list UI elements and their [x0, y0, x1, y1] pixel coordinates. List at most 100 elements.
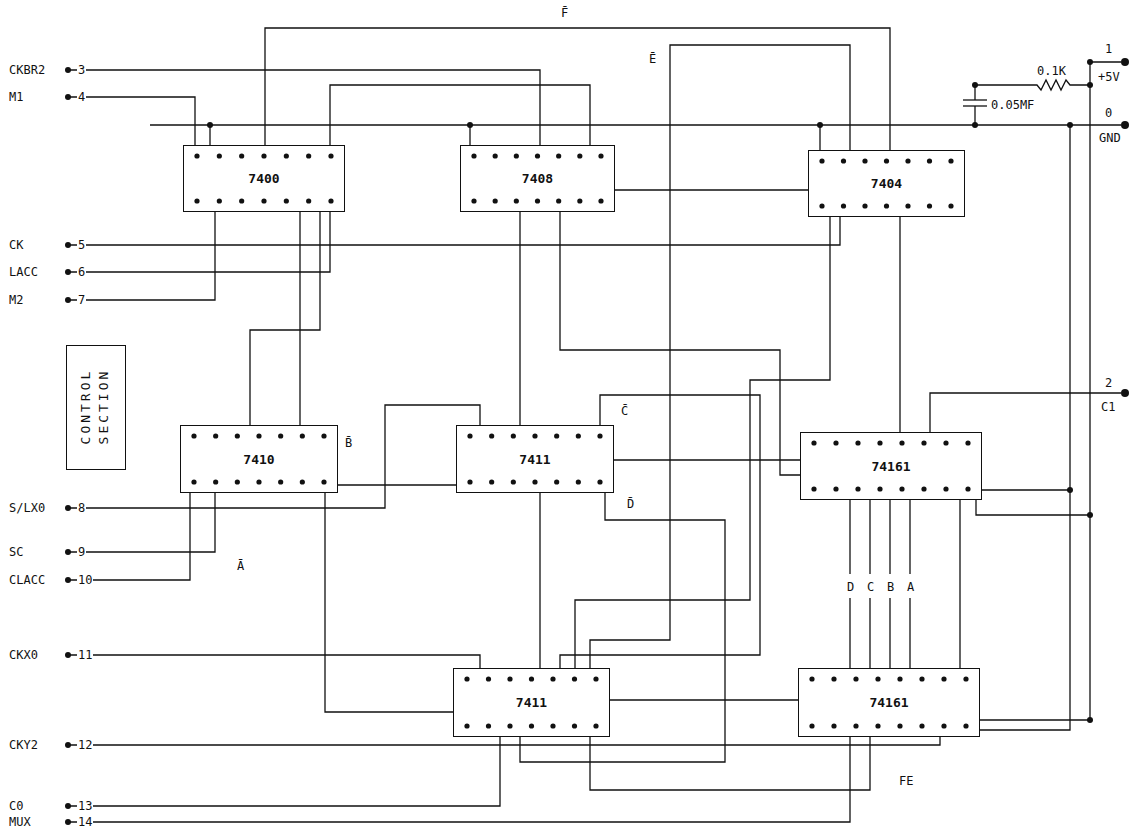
pin-dot — [965, 440, 970, 445]
junction-dot — [65, 505, 71, 511]
wire — [975, 80, 1090, 100]
pin-dot — [853, 723, 858, 728]
pin-dot — [217, 153, 222, 158]
pin-dot — [556, 153, 561, 158]
pin-dot — [576, 479, 581, 484]
pin-dot — [213, 479, 218, 484]
wire-connector — [614, 459, 800, 460]
pin-number: 9 — [77, 545, 86, 559]
signal-label: C0 — [8, 799, 24, 813]
junction-dot — [65, 269, 71, 275]
pin-number: 11 — [77, 648, 93, 662]
wire — [889, 598, 890, 668]
wire — [982, 125, 1070, 490]
pin-number: 14 — [77, 815, 93, 829]
pin-dot — [328, 153, 333, 158]
pin-number: 2 — [1104, 376, 1113, 390]
pin-dot — [328, 198, 333, 203]
pin-dot — [948, 203, 953, 208]
pin-dot — [598, 153, 603, 158]
pin-dot — [493, 198, 498, 203]
signal-label: A — [906, 580, 915, 594]
signal-label: GND — [1098, 131, 1122, 145]
signal-label: MUX — [8, 815, 32, 829]
wire-connector — [338, 484, 456, 485]
pin-dot — [905, 158, 910, 163]
junction-dot — [65, 742, 71, 748]
pin-dot — [194, 198, 199, 203]
terminal-dot — [1121, 121, 1129, 129]
pin-dot — [514, 153, 519, 158]
pin-dot — [284, 153, 289, 158]
pin-dot — [486, 676, 491, 681]
pin-dot — [217, 198, 222, 203]
wire-connector — [899, 217, 900, 432]
pin-dot — [213, 433, 218, 438]
pin-dot — [598, 198, 603, 203]
pin-dot — [841, 158, 846, 163]
pin-dot — [919, 723, 924, 728]
pin-dot — [261, 198, 266, 203]
ic-chip: 7404 — [808, 150, 965, 217]
pin-dot — [550, 723, 555, 728]
pin-dot — [239, 198, 244, 203]
junction-dot — [467, 122, 473, 128]
wire — [70, 212, 215, 300]
wire-connector — [615, 189, 808, 190]
pin-dot — [191, 479, 196, 484]
terminal-dot — [1121, 58, 1129, 66]
pin-dot — [577, 198, 582, 203]
pin-number: 3 — [77, 63, 86, 77]
signal-label: LACC — [8, 265, 39, 279]
signal-label: FE — [898, 774, 914, 788]
chip-number: 74161 — [869, 696, 908, 709]
pin-dot — [921, 486, 926, 491]
wire-connector — [959, 500, 960, 668]
pin-dot — [897, 676, 902, 681]
pin-dot — [256, 433, 261, 438]
wire — [70, 655, 480, 668]
wire-connector — [519, 212, 520, 425]
pin-dot — [235, 433, 240, 438]
chip-number: 74161 — [871, 460, 910, 473]
ic-chip: 7408 — [460, 145, 615, 212]
signal-label: C1 — [1100, 400, 1116, 414]
signal-label: M2 — [8, 293, 24, 307]
wire — [930, 393, 1121, 432]
pin-dot — [507, 676, 512, 681]
pin-dot — [321, 479, 326, 484]
pin-dot — [261, 153, 266, 158]
pin-dot — [943, 440, 948, 445]
ic-chip: 7411 — [453, 668, 610, 737]
wire — [70, 493, 215, 552]
signal-label: 0.05MF — [990, 98, 1035, 112]
signal-label: +5V — [1097, 70, 1121, 84]
wire — [590, 45, 850, 668]
pin-dot — [532, 479, 537, 484]
chip-number: 7408 — [522, 172, 553, 185]
chip-number: 7400 — [248, 172, 279, 185]
wire — [909, 500, 910, 574]
signal-label: S/LX0 — [8, 501, 46, 515]
chip-number: 7410 — [243, 453, 274, 466]
signal-label: C̄ — [620, 404, 629, 418]
wire — [250, 212, 320, 425]
pin-number: 4 — [77, 90, 86, 104]
wire — [520, 493, 725, 762]
chip-number: 7411 — [519, 453, 550, 466]
pin-dot — [191, 433, 196, 438]
ic-chip: 7400 — [183, 145, 345, 212]
ic-chip: 7411 — [456, 425, 614, 493]
junction-dot — [65, 549, 71, 555]
pin-dot — [831, 676, 836, 681]
pin-dot — [593, 723, 598, 728]
pin-dot — [300, 433, 305, 438]
junction-dot — [972, 122, 978, 128]
pin-dot — [576, 433, 581, 438]
pin-dot — [321, 433, 326, 438]
junction-dot — [65, 819, 71, 825]
wire — [980, 490, 1070, 730]
junction-dot — [1087, 717, 1093, 723]
